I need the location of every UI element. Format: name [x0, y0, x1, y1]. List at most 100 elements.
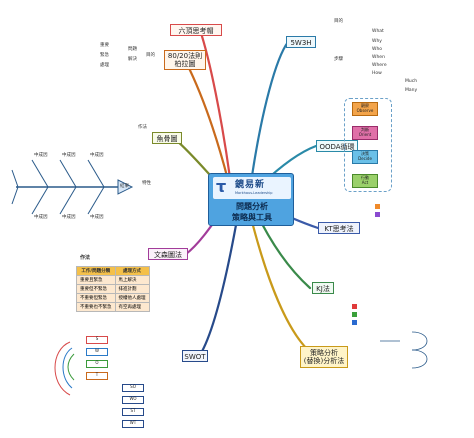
branch-kj[interactable]: KJ法 [312, 282, 334, 294]
branch-connector-swot [198, 212, 240, 357]
branch-ooda[interactable]: OODA循環 [316, 140, 358, 152]
w5h-much: Much [405, 79, 418, 84]
branch-wenzhen-label: 文森圖法 [154, 251, 182, 259]
fishbone-tag-6: 中成因 [90, 215, 104, 220]
table-header-row: 工作/問題分類 處理方式 [76, 266, 150, 276]
ooda-orient-label-2: Orient [358, 131, 372, 137]
w5h-who: Who [372, 47, 383, 52]
swot-t-label: T [95, 372, 99, 377]
swot-st-node[interactable]: ST [122, 408, 144, 416]
swot-s-node[interactable]: S [86, 336, 108, 344]
branch-fishbone[interactable]: 魚骨圖 [152, 132, 182, 144]
ooda-decide-label-1: 決策 [361, 151, 369, 156]
w5h-what: What [372, 29, 384, 34]
swot-wo-label: WO [129, 396, 137, 401]
branch-decision[interactable]: 策略分析 (替換)分析法 [300, 346, 348, 368]
table-row: 不重要但緊急授權他人處理 [76, 293, 150, 303]
branch-kj-label: KJ法 [316, 285, 330, 293]
fishbone-diagram [11, 159, 134, 215]
branch-swot-label: SWOT [184, 353, 206, 361]
fishbone-tag-5: 中成因 [62, 215, 76, 220]
table-cell: 排進計劃 [114, 284, 150, 294]
rule-8020-important: 重要 [100, 43, 109, 48]
rule-8020-handle: 處理 [100, 63, 109, 68]
swot-wt-label: WT [129, 420, 137, 425]
center-node[interactable]: τ 鏡易新 Morkhaus-Leadership 問題分析 策略與工具 [208, 173, 294, 226]
table-header: 工作/問題分類 [76, 266, 116, 276]
branch-decision-label-2: (替換)分析法 [303, 357, 345, 366]
branch-connector-decision [248, 212, 310, 352]
table-row: 重要且緊急馬上解決 [76, 275, 150, 285]
ooda-act-label-2: Act [361, 179, 369, 185]
table-cell: 有空再處理 [114, 302, 150, 312]
branch-fishbone-label: 魚骨圖 [156, 135, 178, 143]
table-cell: 馬上解決 [114, 275, 150, 285]
fishbone-tag-3: 中成因 [90, 153, 104, 158]
branch-5w3h[interactable]: 5W3H [286, 36, 316, 48]
table-cell: 重要但不緊急 [76, 284, 116, 294]
branch-kt[interactable]: KT思考法 [318, 222, 360, 234]
kt-purple-square [375, 212, 380, 217]
w5h-why: Why [372, 39, 382, 44]
branch-kt-label: KT思考法 [324, 225, 354, 233]
table-header: 處理方式 [114, 266, 150, 276]
branch-wenzhen[interactable]: 文森圖法 [148, 248, 188, 260]
branch-swot[interactable]: SWOT [182, 350, 208, 362]
branch-connector-8020 [184, 60, 230, 182]
ooda-act-label-1: 行動 [361, 175, 369, 180]
ooda-observe-label-2: Observe [356, 107, 374, 113]
center-title-2: 策略與工具 [232, 213, 272, 222]
swot-so-label: SO [130, 384, 136, 389]
fishbone-result: 結果 [120, 184, 129, 189]
center-logo: τ 鏡易新 Morkhaus-Leadership [213, 177, 291, 199]
w5h-many: Many [405, 88, 418, 93]
rule-8020-solve: 解決 [128, 57, 137, 62]
ooda-loop [344, 98, 392, 192]
swot-st-label: ST [130, 408, 136, 413]
rule-8020-problem: 問題 [128, 47, 137, 52]
kj-blue-square [352, 320, 357, 325]
table-row: 重要但不緊急排進計劃 [76, 284, 150, 294]
wenzhen-table-title: 作法 [80, 255, 91, 261]
swot-w-node[interactable]: W [86, 348, 108, 356]
table-cell: 授權他人處理 [114, 293, 150, 303]
table-cell: 重要且緊急 [76, 275, 116, 285]
logo-text: 鏡易新 [235, 180, 266, 190]
swot-wt-node[interactable]: WT [122, 420, 144, 428]
branch-liudao[interactable]: 六頂思考帽 [170, 24, 222, 36]
branch-8020-label-1: 80/20法則 [167, 52, 203, 60]
decision-curve [380, 331, 428, 369]
branch-connector-5w3h [250, 40, 290, 178]
logo-mark-icon: τ [216, 177, 227, 196]
wenzhen-table: 工作/問題分類 處理方式 重要且緊急馬上解決 重要但不緊急排進計劃 不重要但緊急… [76, 266, 150, 312]
w5h-when: When [372, 55, 385, 60]
branch-connector-liudao [198, 28, 232, 180]
branch-liudao-label: 六頂思考帽 [178, 27, 214, 35]
branch-decision-label-1: 策略分析 [310, 349, 338, 357]
swot-t-node[interactable]: T [86, 372, 108, 380]
fishbone-tag-4: 中成因 [34, 215, 48, 220]
ooda-orient-label-1: 判斷 [361, 127, 369, 132]
swot-wo-node[interactable]: WO [122, 396, 144, 404]
fishbone-feature: 特性 [142, 181, 151, 186]
swot-so-node[interactable]: SO [122, 384, 144, 392]
rule-8020-urgent: 緊急 [100, 53, 109, 58]
table-cell: 不重要但緊急 [76, 293, 116, 303]
branch-8020[interactable]: 80/20法則 柏拉圖 [164, 50, 206, 70]
fishbone-method: 作法 [138, 125, 147, 130]
branch-8020-label-2: 柏拉圖 [174, 60, 196, 69]
swot-o-node[interactable]: O [86, 360, 108, 368]
w5h-goal: 目的 [334, 19, 343, 24]
w5h-step: 步驟 [334, 57, 343, 62]
center-title-1: 問題分析 [236, 202, 268, 211]
ooda-decide-label-2: Decide [358, 155, 372, 161]
kt-orange-square [375, 204, 380, 209]
w5h-where: Where [372, 63, 387, 68]
table-cell: 不重要也不緊急 [76, 302, 116, 312]
fishbone-tag-1: 中成因 [34, 153, 48, 158]
